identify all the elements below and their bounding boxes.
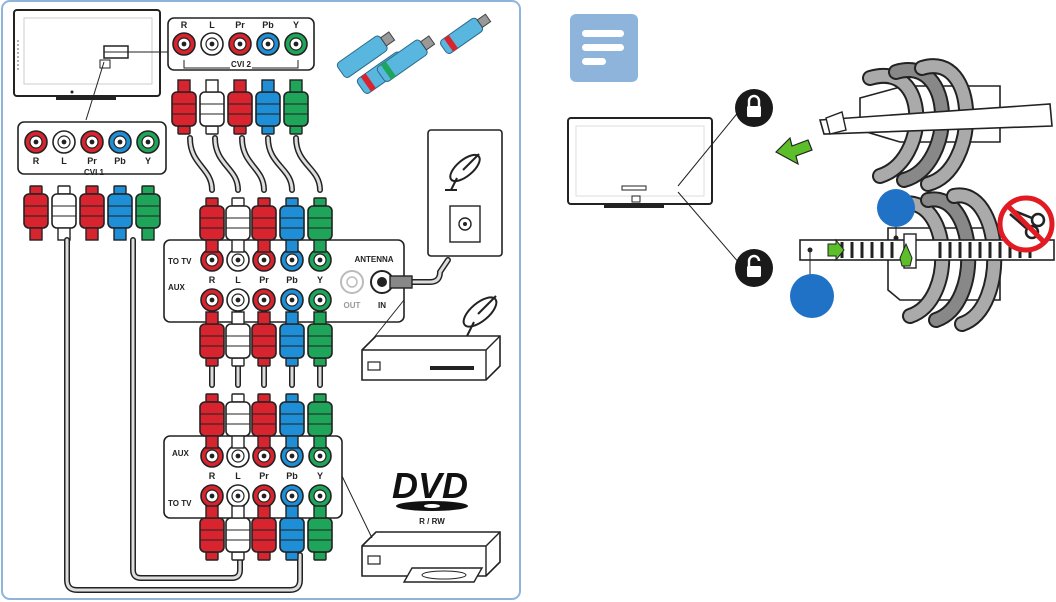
cvi1-l-label: L <box>61 156 67 166</box>
dvd-bottom-pb-label: Pb <box>286 471 298 481</box>
cvi1-y-jack <box>136 130 160 154</box>
cvi2-pb-jack <box>256 32 280 56</box>
antenna-out-label: OUT <box>344 301 361 310</box>
cvi1-r-jack <box>24 130 48 154</box>
splitter-panel: TO TV AUX R L Pr Pb Y ANTENNA OUT IN <box>163 239 413 323</box>
cvi2-l-jack <box>200 32 224 56</box>
note-icon <box>570 14 638 82</box>
dvd-bottom-pr-label: Pr <box>259 471 269 481</box>
splitter-bottom-l-label: L <box>235 275 241 285</box>
cvi2-y-jack <box>284 32 308 56</box>
cvi2-label: CVI 2 <box>231 60 252 69</box>
splitter-bottom-y-jack <box>308 288 332 312</box>
tv-back <box>13 9 182 121</box>
cvi1-r-label: R <box>33 156 40 166</box>
antenna-in-label: IN <box>378 301 386 310</box>
satellite-dish-icon <box>445 153 481 191</box>
cvi2-r-jack <box>172 32 196 56</box>
splitter-aux-label: AUX <box>168 283 186 292</box>
dvd-totv-label: TO TV <box>168 499 192 508</box>
cvi2-y-label: Y <box>293 20 299 30</box>
cvi1-plugs <box>23 185 161 241</box>
diagram-frame <box>1 0 521 600</box>
splitter-bottom-r-jack <box>200 288 224 312</box>
cvi1-pr-plug <box>79 185 105 241</box>
dvd-bottom-l-label: L <box>235 471 241 481</box>
cvi1-pr-jack <box>80 130 104 154</box>
rca-plugs-illustration <box>336 13 492 94</box>
dvd-bottom-y-label: Y <box>317 471 323 481</box>
cvi2-pb-plug <box>255 79 281 135</box>
cvi2-panel: R L Pr Pb Y CVI 2 <box>167 17 315 71</box>
splitter-bottom-pb-jack <box>280 288 304 312</box>
cvi2-pr-label: Pr <box>235 20 245 30</box>
dvd-bottom-pb-jack <box>280 484 304 508</box>
dvd-format-label: R / RW <box>419 517 445 526</box>
lock-closed-icon <box>735 89 773 127</box>
cvi2-plugs <box>171 79 309 135</box>
cvi1-l-jack <box>52 130 76 154</box>
splitter-bottom-y-label: Y <box>317 275 323 285</box>
splitter-bottom-pr-jack <box>252 288 276 312</box>
cable-clip-open <box>799 187 1055 332</box>
cvi1-pr-label: Pr <box>87 156 97 166</box>
tv-front <box>567 109 741 265</box>
dvd-bottom-pr-jack <box>252 484 276 508</box>
cvi1-pb-jack <box>108 130 132 154</box>
cvi2-r-plug <box>171 79 197 135</box>
splitter-bottom-pb-label: Pb <box>286 275 298 285</box>
scissors-forbidden-icon <box>997 195 1055 253</box>
dvd-bottom-r-label: R <box>209 471 216 481</box>
cvi2-r-label: R <box>181 20 188 30</box>
cvi1-pb-label: Pb <box>114 156 126 166</box>
step-badge-bottom <box>790 274 834 318</box>
cvi2-pb-label: Pb <box>262 20 274 30</box>
cvi2-l-plug <box>199 79 225 135</box>
satellite-wall-plate <box>427 129 503 257</box>
antenna-label: ANTENNA <box>354 255 393 264</box>
cvi1-pb-plug <box>107 185 133 241</box>
dvd-aux-label: AUX <box>172 449 190 458</box>
antenna-plug <box>389 275 413 289</box>
cable-clip-closed <box>775 58 1053 192</box>
splitter-bottom-pr-label: Pr <box>259 275 269 285</box>
svg-text:DVD: DVD <box>392 465 468 506</box>
step-badge-top <box>877 189 915 227</box>
splitter-bottom-r-label: R <box>209 275 216 285</box>
cvi1-y-label: Y <box>145 156 151 166</box>
cvi1-y-plug <box>135 185 161 241</box>
cvi2-pr-plug <box>227 79 253 135</box>
cvi2-y-plug <box>283 79 309 135</box>
satellite-dish-icon <box>462 295 498 339</box>
antenna-out-jack <box>340 270 364 294</box>
splitter-bottom-l-jack <box>226 288 250 312</box>
cvi1-l-plug <box>51 185 77 241</box>
cvi1-r-plug <box>23 185 49 241</box>
dvd-bottom-r-jack <box>200 484 224 508</box>
cvi1-panel: R L Pr Pb Y CVI 1 <box>17 121 167 177</box>
dvd-bottom-y-jack <box>308 484 332 508</box>
antenna-in-jack <box>370 270 394 294</box>
cvi1-label: CVI 1 <box>84 168 105 177</box>
lock-open-icon <box>735 249 773 287</box>
dvd-recorder <box>361 531 501 583</box>
dvd-bottom-l-jack <box>226 484 250 508</box>
dvd-logo: DVD R / RW <box>392 465 468 526</box>
satellite-receiver <box>361 295 501 381</box>
splitter-totv-label: TO TV <box>168 257 192 266</box>
cvi2-l-label: L <box>209 20 215 30</box>
cvi2-pr-jack <box>228 32 252 56</box>
